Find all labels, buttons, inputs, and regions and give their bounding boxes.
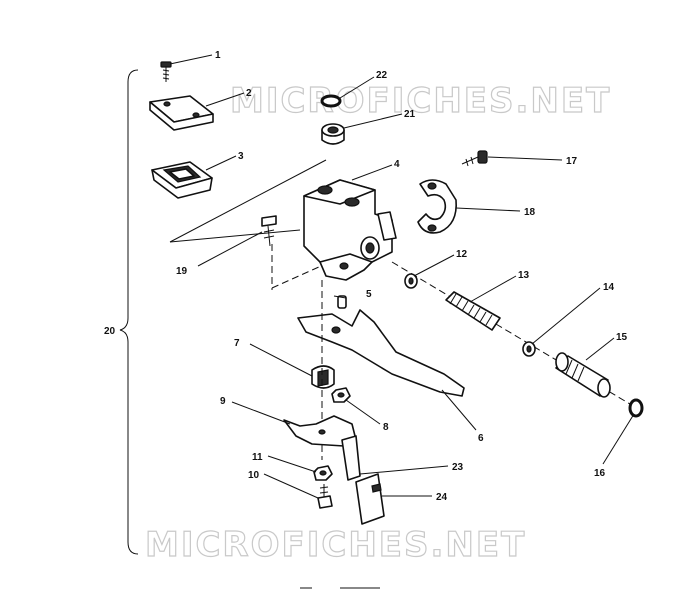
callout-24: 24	[436, 492, 448, 503]
part-17-screw	[461, 150, 488, 167]
part-16-seal	[628, 398, 644, 418]
part-1-screw	[160, 61, 172, 82]
part-10-bolt	[317, 484, 333, 509]
callout-19: 19	[176, 266, 188, 277]
callout-14: 14	[603, 282, 615, 293]
leader-16	[602, 413, 635, 465]
callout-6: 6	[478, 433, 484, 444]
part-24-switch	[355, 473, 385, 525]
callout-22: 22	[376, 70, 388, 81]
watermark-bottom: MICROFICHES.NET	[145, 525, 526, 565]
part-13-spring	[445, 291, 501, 331]
part-4-master-cylinder	[303, 179, 397, 281]
part-9-bracket	[283, 415, 357, 447]
part-19-bolt	[261, 215, 277, 247]
callout-8: 8	[383, 422, 389, 433]
callout-23: 23	[452, 462, 464, 473]
leader-1	[169, 54, 213, 65]
callout-16: 16	[594, 468, 606, 479]
leader-17	[487, 156, 563, 161]
watermark-top: MICROFICHES.NET	[230, 81, 611, 121]
callout-17: 17	[566, 156, 578, 167]
callout-4: 4	[394, 159, 400, 170]
callout-15: 15	[616, 332, 628, 343]
part-18-clamp	[417, 179, 457, 234]
callout-9: 9	[220, 396, 226, 407]
leader-7	[249, 343, 313, 377]
part-12-washer	[404, 273, 418, 289]
part-2-reservoir-cover	[149, 95, 214, 131]
leader-6	[441, 389, 477, 431]
callout-10: 10	[248, 470, 260, 481]
part-6-lever	[297, 309, 465, 397]
part-3-diaphragm	[151, 161, 213, 199]
leader-11	[267, 455, 317, 473]
part-11-nut	[313, 465, 333, 481]
leader-18	[455, 207, 521, 212]
callout-21: 21	[404, 109, 416, 120]
part-23-switch-bracket	[341, 435, 361, 481]
leader-12	[413, 254, 455, 277]
leader-22	[339, 76, 375, 99]
leader-10	[263, 473, 319, 499]
callout-3: 3	[238, 151, 244, 162]
callout-1: 1	[215, 50, 221, 61]
leader-23	[359, 465, 449, 475]
part-7-clip	[311, 365, 335, 389]
leader-15	[585, 337, 615, 361]
part-22-oring	[320, 94, 342, 108]
axis-line-right	[391, 261, 641, 411]
leader-9	[231, 401, 291, 425]
leader-5	[333, 295, 347, 299]
part-21-bushing	[321, 123, 345, 145]
callout-12: 12	[456, 249, 468, 260]
assembly-bracket	[119, 69, 139, 555]
leader-19	[197, 231, 263, 267]
callout-18: 18	[524, 207, 536, 218]
leader-13	[469, 275, 517, 303]
leader-4	[351, 164, 393, 181]
leader-2	[205, 92, 245, 107]
part-8-nut	[331, 387, 351, 403]
guide-line-upper-a	[169, 159, 327, 243]
leader-8	[345, 399, 381, 425]
callout-2: 2	[246, 88, 252, 99]
part-15-piston	[555, 352, 611, 398]
callout-7: 7	[234, 338, 240, 349]
leader-14	[531, 287, 601, 345]
leader-3	[205, 155, 237, 171]
callout-11: 11	[252, 452, 263, 463]
leader-21	[343, 113, 403, 129]
guide-line-upper-b	[169, 229, 301, 243]
part-5-pin	[337, 295, 347, 309]
callout-20: 20	[104, 326, 116, 337]
part-14-washer	[522, 341, 536, 357]
callout-5: 5	[366, 289, 372, 300]
callout-13: 13	[518, 270, 530, 281]
